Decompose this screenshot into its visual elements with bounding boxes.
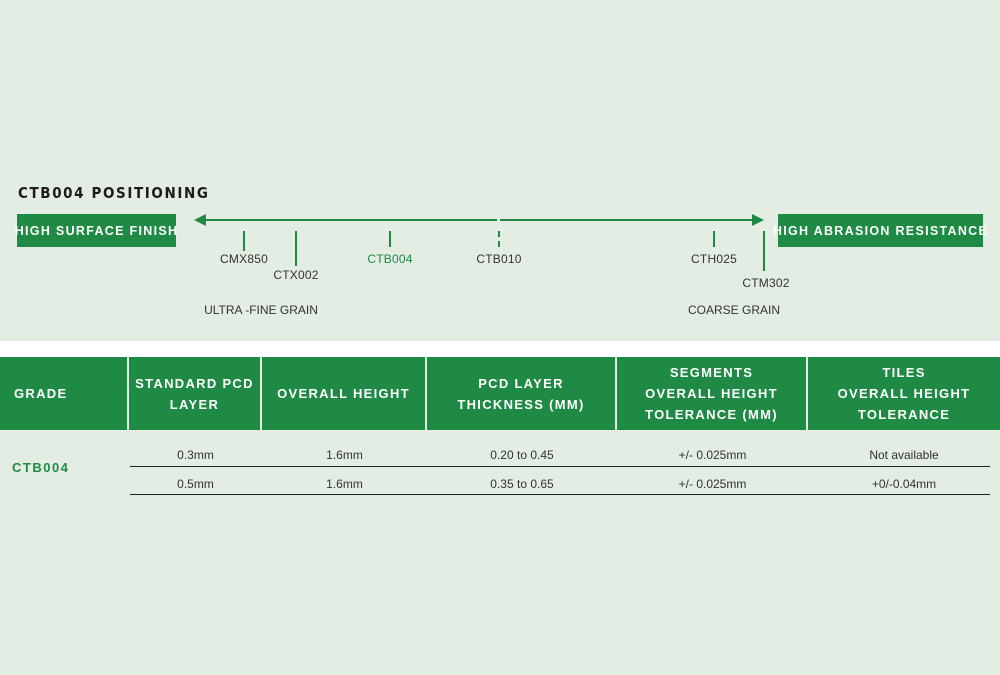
row-divider (130, 466, 990, 467)
cell-segments-tolerance: +/- 0.025mm (678, 477, 747, 491)
row-divider (130, 494, 990, 495)
marker-label-cmx850: CMX850 (220, 252, 268, 266)
cell-pcd-layer-thickness: 0.20 to 0.45 (490, 448, 554, 462)
header-overall-height: OVERALL HEIGHT (262, 357, 427, 430)
header-pcd-layer-thickness: PCD LAYER THICKNESS (MM) (427, 357, 617, 430)
cell-tiles-tolerance: +0/-0.04mm (871, 477, 937, 491)
table-row: 0.3mm 1.6mm 0.20 to 0.45 +/- 0.025mm Not… (0, 445, 1000, 465)
ultra-fine-grain-label: ULTRA -FINE GRAIN (204, 303, 318, 317)
marker-label-ctb010: CTB010 (476, 252, 522, 266)
table-header-row: GRADE STANDARD PCD LAYER OVERALL HEIGHT … (0, 357, 1000, 430)
marker-label-ctm302: CTM302 (742, 276, 790, 290)
marker-tick-ctb010 (498, 231, 500, 247)
cell-overall-height: 1.6mm (326, 477, 363, 491)
cell-overall-height: 1.6mm (326, 448, 363, 462)
coarse-grain-label: COARSE GRAIN (687, 303, 781, 317)
cell-pcd-layer-thickness: 0.35 to 0.65 (490, 477, 554, 491)
marker-label-ctx002: CTX002 (273, 268, 319, 282)
positioning-title: CTB004 POSITIONING (18, 184, 210, 202)
marker-label-ctb004: CTB004 (367, 252, 413, 266)
header-standard-pcd-layer: STANDARD PCD LAYER (129, 357, 262, 430)
table-top-band (0, 341, 1000, 357)
cell-segments-tolerance: +/- 0.025mm (678, 448, 747, 462)
marker-tick-ctx002 (295, 231, 297, 266)
high-abrasion-resistance-label: HIGH ABRASION RESISTANCE (773, 214, 987, 247)
table-row: 0.5mm 1.6mm 0.35 to 0.65 +/- 0.025mm +0/… (0, 474, 1000, 494)
header-tiles-tolerance: TILES OVERALL HEIGHT TOLERANCE (808, 357, 1000, 430)
header-segments-tolerance: SEGMENTS OVERALL HEIGHT TOLERANCE (MM) (617, 357, 808, 430)
header-grade: GRADE (0, 357, 129, 430)
marker-tick-cth025 (713, 231, 715, 247)
left-arrow-icon (194, 214, 206, 226)
marker-tick-cmx850 (243, 231, 245, 251)
positioning-scale-line (204, 219, 752, 221)
marker-tick-ctb004 (389, 231, 391, 247)
marker-tick-ctm302 (763, 231, 765, 271)
scale-center-gap (497, 216, 500, 224)
grade-cell: CTB004 (12, 460, 70, 475)
cell-standard-pcd-layer: 0.5mm (177, 477, 214, 491)
marker-label-cth025: CTH025 (691, 252, 737, 266)
cell-standard-pcd-layer: 0.3mm (177, 448, 214, 462)
high-surface-finish-label: HIGH SURFACE FINISH (15, 214, 177, 247)
cell-tiles-tolerance: Not available (869, 448, 939, 462)
right-arrow-icon (752, 214, 764, 226)
